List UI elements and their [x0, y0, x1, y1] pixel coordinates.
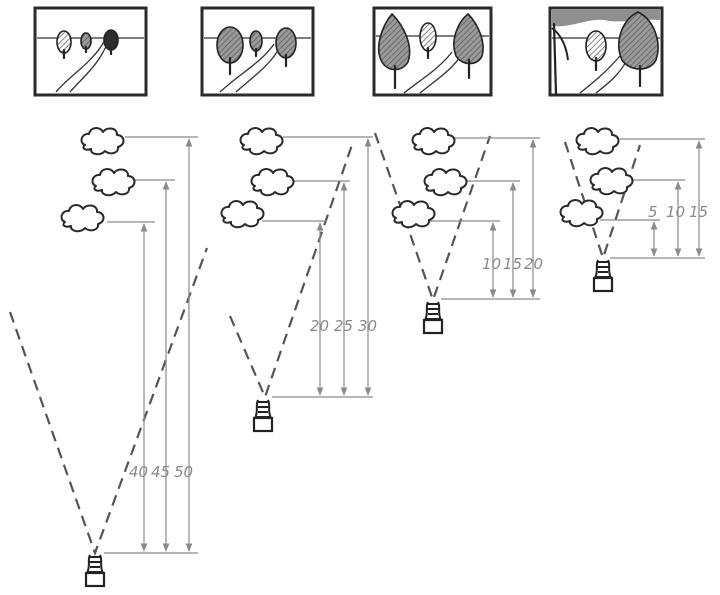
- cloud-icon: [239, 127, 284, 156]
- cloud-icon: [559, 199, 604, 228]
- tree-icon: [419, 22, 437, 60]
- cloud-icon: [60, 204, 105, 233]
- tree-icon: [249, 30, 263, 58]
- cloud-icon: [250, 168, 295, 197]
- tree-icon: [80, 32, 92, 54]
- cloud-icon: [220, 200, 265, 229]
- tree-icon: [56, 30, 72, 60]
- tree-icon: [103, 29, 119, 56]
- preview-frame-2: [200, 6, 315, 97]
- view-cone: [373, 132, 492, 304]
- focal-diagram-2: 20 25 30: [220, 127, 377, 433]
- cloud-icon: [80, 127, 125, 156]
- distance-label: 15: [503, 255, 522, 273]
- distance-label: 20: [524, 255, 543, 273]
- distance-label: 25: [334, 317, 353, 335]
- distance-label: 50: [174, 463, 193, 481]
- camera-lens-icon: [422, 301, 444, 335]
- tree-icon: [453, 12, 484, 80]
- cloud-icon: [589, 167, 634, 196]
- distance-label: 15: [689, 203, 708, 221]
- preview-frame-3: [372, 6, 493, 97]
- distance-label: 10: [482, 255, 501, 273]
- cloud-icon: [411, 127, 456, 156]
- camera-lens-icon: [84, 554, 106, 588]
- tree-icon: [275, 27, 297, 68]
- focal-diagram-4: 5 10 15: [559, 127, 708, 293]
- camera-lens-icon: [592, 259, 614, 293]
- cloud-icon: [575, 127, 620, 156]
- tree-icon: [551, 22, 569, 96]
- distance-label: 20: [310, 317, 329, 335]
- tree-icon: [585, 30, 607, 72]
- cloud-icon: [91, 168, 136, 197]
- distance-label: 45: [151, 463, 170, 481]
- camera-lens-icon: [252, 399, 274, 433]
- distance-label: 40: [129, 463, 148, 481]
- distance-label: 30: [358, 317, 377, 335]
- view-cone: [8, 247, 209, 557]
- preview-frame-1: [33, 6, 148, 97]
- distance-label: 5: [648, 203, 658, 221]
- cloud-icon: [423, 168, 468, 197]
- tree-icon: [216, 26, 244, 76]
- preview-frame-4: [548, 6, 664, 97]
- distance-label: 10: [666, 203, 685, 221]
- tree-icon: [377, 12, 411, 90]
- tree-icon: [618, 11, 659, 88]
- cloud-icon: [391, 200, 436, 229]
- focal-diagram-3: 10 15 20: [373, 127, 543, 335]
- focal-diagram-1: 40 45 50: [8, 127, 209, 588]
